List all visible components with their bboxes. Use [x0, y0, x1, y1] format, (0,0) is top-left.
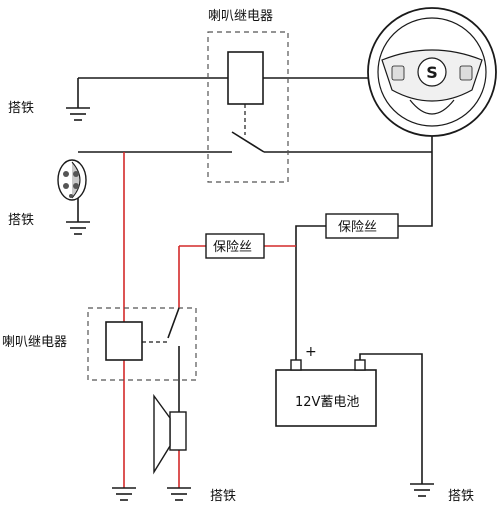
fuse-icon	[325, 213, 399, 239]
fuse-to-junction-wire	[295, 225, 326, 362]
ground-symbol-icon	[66, 107, 434, 501]
ground-label-4: 搭铁	[448, 488, 474, 504]
relay-coil-icon	[105, 321, 143, 361]
battery-label: 12V蓄电池	[295, 395, 359, 410]
steering-column-wire	[398, 130, 433, 227]
horn-button-icon	[57, 159, 87, 201]
relay-left-dashed-box	[87, 307, 197, 381]
ground-label-3: 搭铁	[210, 488, 236, 504]
relay-top-label: 喇叭继电器	[208, 9, 273, 24]
fuse-icon	[205, 233, 265, 259]
fuse-mid-label: 保险丝	[213, 240, 252, 255]
relay-left-label: 喇叭继电器	[2, 335, 67, 350]
red-wires	[123, 152, 296, 488]
relay-top	[207, 31, 289, 183]
relay-left-contact	[167, 307, 180, 339]
relay-top-dashed-box	[207, 31, 289, 183]
horn-speaker-icon	[153, 380, 187, 475]
ground-label-2: 搭铁	[8, 212, 34, 228]
black-wires	[77, 77, 433, 484]
ground-label-1: 搭铁	[8, 100, 34, 116]
battery-ground-wire	[359, 353, 423, 484]
battery-plus-sign: +	[305, 344, 317, 360]
relay-left	[87, 307, 197, 381]
svg-text:S: S	[426, 63, 438, 82]
battery-icon	[275, 359, 377, 427]
relay-coil-icon	[227, 51, 264, 105]
relay-top-contact	[231, 131, 265, 153]
fuse-right-label: 保险丝	[338, 220, 377, 235]
fuse-mid	[205, 233, 265, 259]
steering-wheel-icon: S	[367, 7, 497, 137]
fuse-right	[325, 213, 399, 239]
